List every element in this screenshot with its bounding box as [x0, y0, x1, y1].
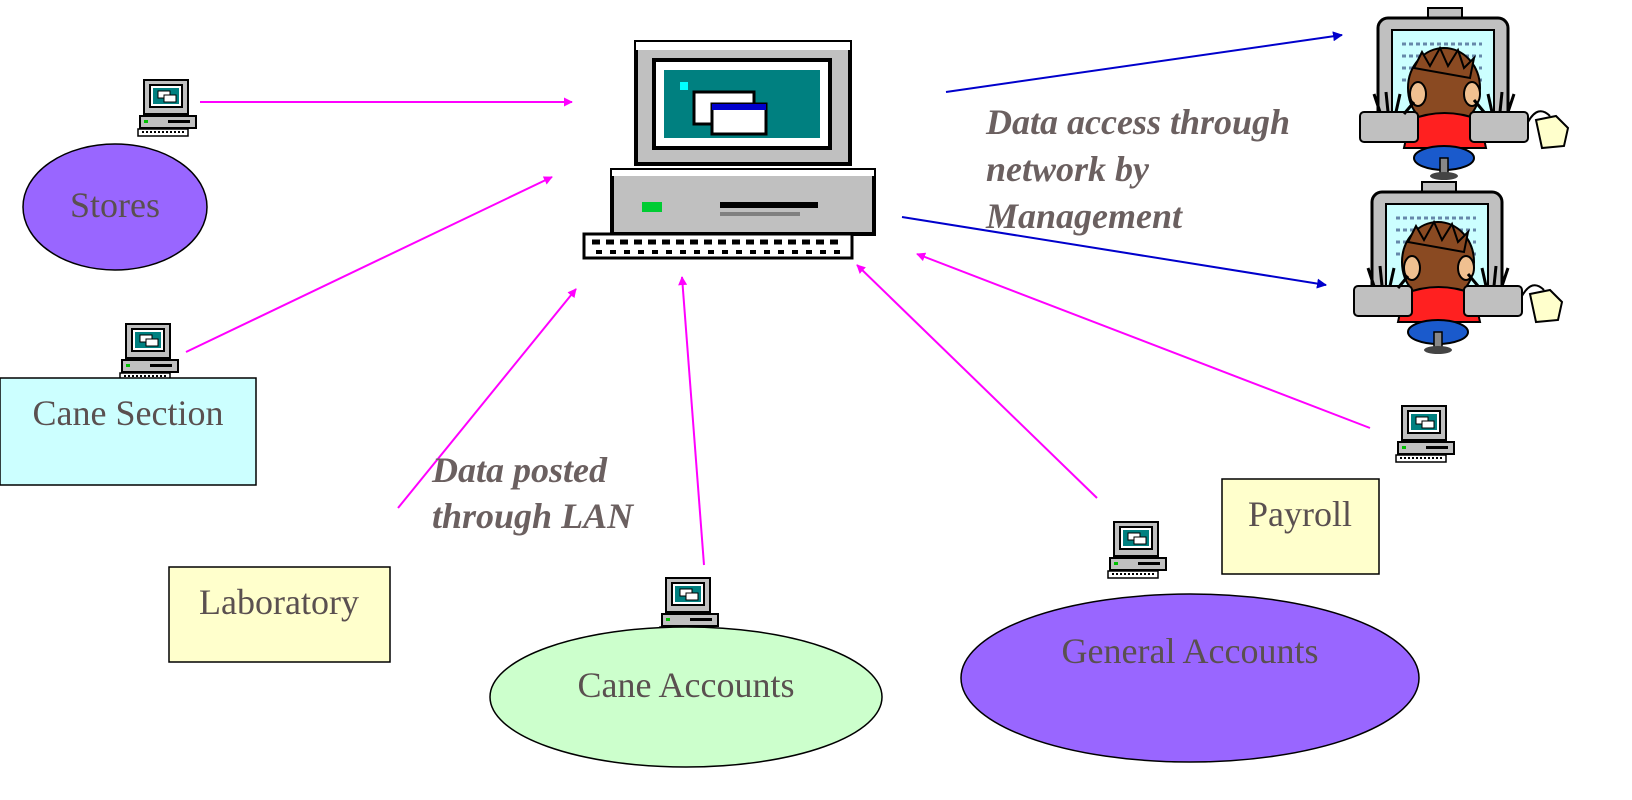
- workstation-computer-icon: [1395, 405, 1455, 463]
- node-stores-label: Stores: [70, 185, 160, 225]
- annotation-data-posted-line1: Data posted: [431, 450, 608, 490]
- node-payroll: Payroll: [1221, 478, 1380, 575]
- workstation-computer-icon: [119, 323, 179, 381]
- annotation-data-access: Data access through network by Managemen…: [985, 102, 1290, 236]
- arrow-server-to-manager-1: [945, 31, 1343, 93]
- node-laboratory-label: Laboratory: [199, 582, 359, 622]
- annotation-data-access-line1: Data access through: [985, 102, 1290, 142]
- arrow-laboratory-to-server: [397, 288, 577, 509]
- node-cane-section: Cane Section: [0, 377, 257, 486]
- workstation-computer-icon: [659, 577, 719, 635]
- annotation-data-posted: Data posted through LAN: [431, 450, 635, 536]
- node-stores: Stores: [22, 143, 208, 271]
- node-payroll-label: Payroll: [1248, 494, 1352, 534]
- arrow-server-to-manager-2: [901, 216, 1327, 289]
- central-server-computer-icon: [582, 40, 876, 260]
- node-general-accounts: General Accounts: [960, 593, 1420, 763]
- annotation-data-access-line2: network by: [986, 149, 1150, 189]
- workstation-computer-icon: [137, 79, 197, 137]
- manager-at-computer-icon: [1358, 6, 1570, 182]
- node-cane-accounts-label: Cane Accounts: [578, 665, 795, 705]
- arrow-cane-section-to-server: [185, 176, 553, 353]
- node-cane-accounts: Cane Accounts: [489, 626, 883, 768]
- annotation-data-access-line3: Management: [985, 196, 1183, 236]
- workstation-computer-icon: [1107, 521, 1167, 579]
- arrow-general-accounts-to-server: [856, 264, 1098, 499]
- annotation-data-posted-line2: through LAN: [432, 496, 635, 536]
- manager-at-computer-icon: [1352, 180, 1564, 356]
- node-cane-section-label: Cane Section: [33, 393, 224, 433]
- arrow-cane-accounts-to-server: [678, 276, 705, 566]
- arrow-payroll-to-server: [916, 252, 1371, 429]
- node-laboratory: Laboratory: [168, 566, 391, 663]
- node-general-accounts-label: General Accounts: [1062, 631, 1319, 671]
